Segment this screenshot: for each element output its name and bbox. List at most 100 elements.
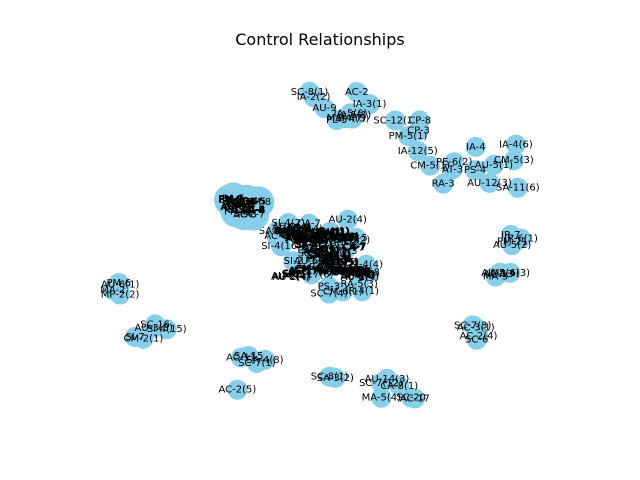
graph-node[interactable]	[444, 152, 465, 173]
node-label: AU-6	[221, 202, 245, 213]
node-label: SI-4	[245, 205, 264, 216]
graph-node[interactable]	[409, 110, 430, 131]
node-label: AU-6	[220, 202, 244, 213]
node-label: MA-5(4)	[362, 393, 401, 404]
node-label: IA-5(1)	[337, 110, 371, 121]
graph-node[interactable]	[246, 352, 267, 373]
node-label: CA-7	[343, 242, 367, 253]
graph-node[interactable]	[359, 94, 380, 115]
graph-node[interactable]	[325, 367, 346, 388]
graph-node[interactable]	[483, 154, 504, 175]
node-label: PL-8	[315, 247, 336, 258]
node-label: SC-7	[228, 205, 251, 216]
node-label: CM-3	[324, 254, 350, 265]
node-label: AU-6(5)	[319, 258, 357, 269]
node-label: SA-8(5)	[303, 244, 340, 255]
node-label: SC-8(1)	[311, 372, 349, 383]
graph-node[interactable]	[340, 103, 361, 124]
graph-node[interactable]	[385, 110, 406, 131]
node-label: SI-2	[283, 268, 302, 279]
graph-node[interactable]	[507, 177, 528, 198]
graph-node[interactable]	[371, 373, 391, 394]
graph-node[interactable]	[465, 136, 486, 157]
node-label: CM-3	[324, 255, 350, 266]
node-label: PL-2	[306, 255, 327, 266]
node-label: PM-9	[218, 194, 243, 205]
graph-node[interactable]	[337, 209, 358, 230]
node-label: PS-3	[294, 234, 316, 245]
graph-node[interactable]	[231, 347, 252, 368]
graph-node[interactable]	[488, 264, 509, 285]
node-label: SA-9	[219, 195, 242, 206]
node-label: CM-6(1)	[280, 230, 320, 241]
node-label: SC-12(2)	[373, 116, 417, 127]
node-label: SA-8(5)	[302, 245, 339, 256]
node-label: RA-3	[432, 179, 455, 190]
node-label: AC-3	[226, 197, 250, 208]
node-label: AC-6	[287, 223, 311, 234]
node-label: RA-5(3)	[275, 225, 312, 236]
graph-node[interactable]	[307, 249, 328, 270]
node-label: SA-9	[231, 199, 254, 210]
node-label: AU-12	[295, 235, 326, 246]
node-label: SI-4(16)	[319, 233, 359, 244]
node-label: CM-5(1)	[410, 161, 450, 172]
graph-node[interactable]	[349, 274, 370, 295]
graph-node[interactable]	[420, 155, 441, 176]
node-label: CM-8	[228, 199, 254, 210]
graph-node[interactable]	[143, 318, 164, 339]
node-label: SA-4(7)	[295, 240, 332, 251]
graph-node[interactable]	[503, 150, 524, 171]
graph-node[interactable]	[288, 223, 309, 243]
node-label: SC-7	[228, 205, 251, 216]
node-label: RA-5(3)	[340, 279, 377, 290]
node-label: AC-6	[286, 223, 310, 234]
graph-node[interactable]	[271, 236, 292, 257]
graph-node[interactable]	[108, 273, 129, 293]
graph-node[interactable]	[465, 160, 486, 181]
graph-node[interactable]	[502, 235, 523, 256]
graph-node[interactable]	[371, 387, 392, 408]
graph-node[interactable]	[346, 82, 367, 102]
node-label: RA-5(8)	[309, 262, 346, 273]
graph-node[interactable]	[398, 125, 418, 146]
node-label: AU-6(3)	[286, 233, 324, 244]
node-label: CM-4(2)	[294, 264, 334, 275]
node-label: RA-5(8)	[321, 232, 358, 243]
node-label: SR-5	[340, 266, 363, 277]
graph-node[interactable]	[227, 379, 248, 400]
node-label: SA-8(14)	[307, 251, 351, 262]
node-label: SR-5	[338, 267, 361, 278]
node-label: SI-4(2)	[310, 228, 344, 239]
node-label: RA-5	[242, 197, 265, 208]
graph-node[interactable]	[356, 254, 377, 275]
node-label: MA-6(3)	[491, 268, 530, 279]
node-label: SA-8(5)	[302, 245, 339, 256]
node-label: SI-4	[245, 205, 264, 216]
node-label: AU-12	[330, 237, 361, 248]
graph-node[interactable]	[332, 281, 353, 302]
graph-node[interactable]	[283, 251, 304, 272]
node-label: AU-5(2)	[493, 240, 531, 251]
node-label: SA-4(7)	[294, 240, 331, 251]
node-label: CM-8	[228, 199, 254, 210]
graph-node[interactable]	[466, 329, 487, 350]
graph-node[interactable]	[214, 184, 247, 216]
graph-node[interactable]	[407, 141, 428, 161]
graph-node[interactable]	[334, 232, 355, 253]
node-label: AU-2(4)	[272, 222, 310, 233]
node-label: SA-8(5)	[302, 245, 339, 256]
node-label: AU-6(3)	[294, 256, 332, 267]
node-label: AC-3	[233, 209, 257, 220]
graph-node[interactable]	[433, 173, 454, 194]
node-label: IA-12(5)	[398, 146, 438, 157]
node-label: MP-2(2)	[101, 290, 140, 301]
graph-node[interactable]	[479, 172, 500, 193]
node-label: AU-5(4)	[481, 268, 519, 279]
node-label: AU-6(5)	[320, 258, 358, 269]
node-label: IA-3(1)	[353, 99, 387, 110]
graph-node[interactable]	[505, 134, 526, 155]
node-label: SC-28	[291, 235, 321, 246]
graph-node[interactable]	[389, 375, 410, 396]
